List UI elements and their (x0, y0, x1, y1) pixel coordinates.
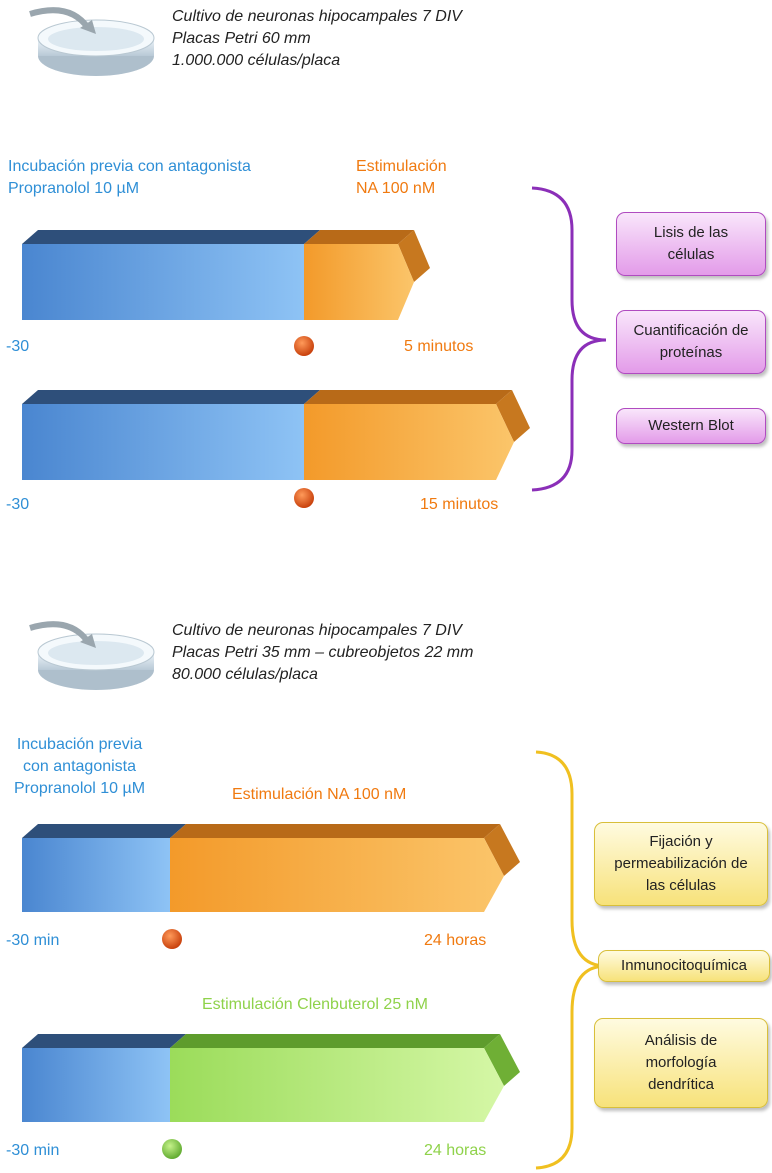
timeline-bar-3 (22, 824, 520, 912)
stimulus-marker-2 (294, 488, 314, 508)
stimulus-marker-4 (162, 1139, 182, 1159)
timeline-end-3: 24 horas (424, 932, 487, 949)
culture-info-2: Cultivo de neuronas hipocampales 7 DIV P… (172, 620, 473, 686)
culture-line: 80.000 células/placa (172, 666, 318, 683)
box-cuantificacion: Cuantificación de proteínas (616, 310, 766, 374)
timeline-bar-4 (22, 1034, 520, 1122)
culture-line: Placas Petri 60 mm (172, 30, 311, 47)
timeline-start-1: -30 (6, 338, 30, 355)
culture-line: Cultivo de neuronas hipocampales 7 DIV (172, 622, 462, 639)
timeline-bar-1 (22, 230, 430, 320)
timeline-end-2: 15 minutos (420, 496, 499, 513)
culture-line: 1.000.000 células/placa (172, 52, 341, 69)
timeline-end-1: 5 minutos (404, 338, 474, 355)
culture-line: Placas Petri 35 mm – cubreobjetos 22 mm (172, 644, 474, 661)
label-line: Incubación previa con antagonista (8, 158, 251, 175)
box-label: Lisis de las células (653, 224, 729, 263)
petri-dish-icon-2 (29, 621, 155, 690)
timeline-bar-2 (22, 390, 530, 480)
label-line: con antagonista (23, 758, 137, 775)
label-line: Propranolol 10 µM (8, 180, 140, 197)
timeline-start-2: -30 (6, 496, 30, 513)
stimulation-clenbuterol-label: Estimulación Clenbuterol 25 nM (202, 996, 428, 1013)
culture-line: Cultivo de neuronas hipocampales 7 DIV (172, 8, 462, 25)
pre-incubation-label-1: Incubación previa con antagonista Propra… (8, 156, 251, 200)
label-line: NA 100 nM (356, 180, 436, 197)
label-line: Propranolol 10 µM (14, 780, 146, 797)
timeline-start-4: -30 min (6, 1142, 60, 1159)
box-inmunocitoquimica: Inmunocitoquímica (598, 950, 770, 982)
stimulation-na-label: Estimulación NA 100 nM (232, 786, 407, 803)
pre-incubation-label-2: Incubación previa con antagonista Propra… (14, 734, 145, 800)
box-label: Inmunocitoquímica (621, 957, 747, 974)
yellow-brace (535, 750, 607, 1170)
label-line: Incubación previa (16, 736, 143, 753)
stimulus-marker-1 (294, 336, 314, 356)
stimulus-marker-3 (162, 929, 182, 949)
label-line: Estimulación (356, 158, 447, 175)
petri-dish-icon (29, 7, 155, 76)
box-label: Análisis de morfología dendrítica (644, 1032, 718, 1093)
box-lisis: Lisis de las células (616, 212, 766, 276)
timeline-start-3: -30 min (6, 932, 60, 949)
box-fijacion: Fijación y permeabilización de las célul… (594, 822, 768, 906)
box-label: Western Blot (648, 417, 734, 434)
culture-info-1: Cultivo de neuronas hipocampales 7 DIV P… (172, 6, 462, 72)
purple-brace (531, 186, 607, 492)
box-label: Cuantificación de proteínas (633, 322, 749, 361)
box-analisis: Análisis de morfología dendrítica (594, 1018, 768, 1108)
stimulation-label-1: Estimulación NA 100 nM (356, 156, 447, 200)
box-label: Fijación y permeabilización de las célul… (614, 833, 748, 894)
timeline-end-4: 24 horas (424, 1142, 487, 1159)
box-western-blot: Western Blot (616, 408, 766, 444)
